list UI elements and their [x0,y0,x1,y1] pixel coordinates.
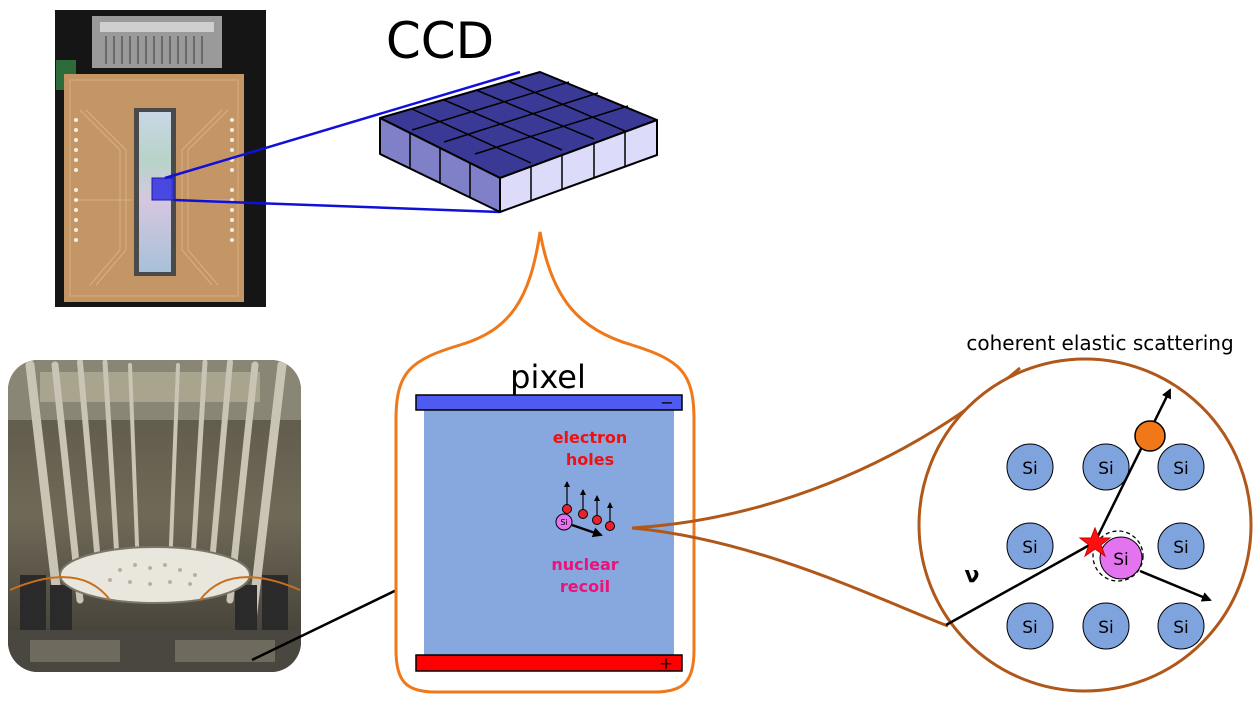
svg-text:Si: Si [1098,459,1114,479]
pixel-recoil-atom: Si [555,513,603,538]
si-atom: Si [1006,443,1054,491]
svg-text:Si: Si [1022,459,1038,479]
svg-text:Si: Si [1173,538,1189,558]
electron-holes-label-line2: holes [566,450,614,469]
negative-sign: − [660,393,673,412]
incoming-neutrino-line [945,540,1096,627]
reactor-photo [8,360,301,672]
neutrino-label: ν [965,563,980,588]
ccd-highlight-square [151,177,175,201]
pixel-recoil-atom-label: Si [560,518,567,527]
interaction-star [1078,526,1112,558]
electron-holes-label-line1: electron [553,428,628,447]
scattering-recoil-atom: Si [1092,530,1144,582]
ccd-title: CCD [386,12,494,70]
recoil-arrow [1139,569,1212,602]
si-atom: Si [1006,602,1054,650]
si-atom: Si [1082,443,1130,491]
ccd-zoom-lines [164,70,521,214]
positive-electrode: + [415,654,683,674]
svg-text:Si: Si [1173,618,1189,638]
si-atom: Si [1157,522,1205,570]
pixel-title: pixel [510,358,586,396]
si-atom: Si [1157,602,1205,650]
svg-text:Si: Si [1022,618,1038,638]
negative-electrode: − [415,393,683,412]
si-lattice: Si Si Si Si Si Si Si Si [1006,443,1205,650]
nuclear-recoil-label-line2: recoil [560,577,610,596]
scattering-title: coherent elastic scattering [966,331,1233,355]
outgoing-particle [1134,420,1166,452]
svg-text:Si: Si [1173,459,1189,479]
ccd-pixel-grid [379,71,658,213]
outgoing-neutrino-arrow [1093,388,1172,543]
si-atom: Si [1082,602,1130,650]
scattering-circle [917,357,1253,693]
svg-text:Si: Si [1098,618,1114,638]
pixel-bulk [424,410,674,655]
nuclear-recoil-label-line1: nuclear [551,555,618,574]
scattering-recoil-atom-label: Si [1113,550,1129,570]
si-atom: Si [1006,522,1054,570]
electron-hole-pairs [562,481,615,531]
svg-text:Si: Si [1022,538,1038,558]
positive-sign: + [659,654,673,674]
si-atom: Si [1157,443,1205,491]
